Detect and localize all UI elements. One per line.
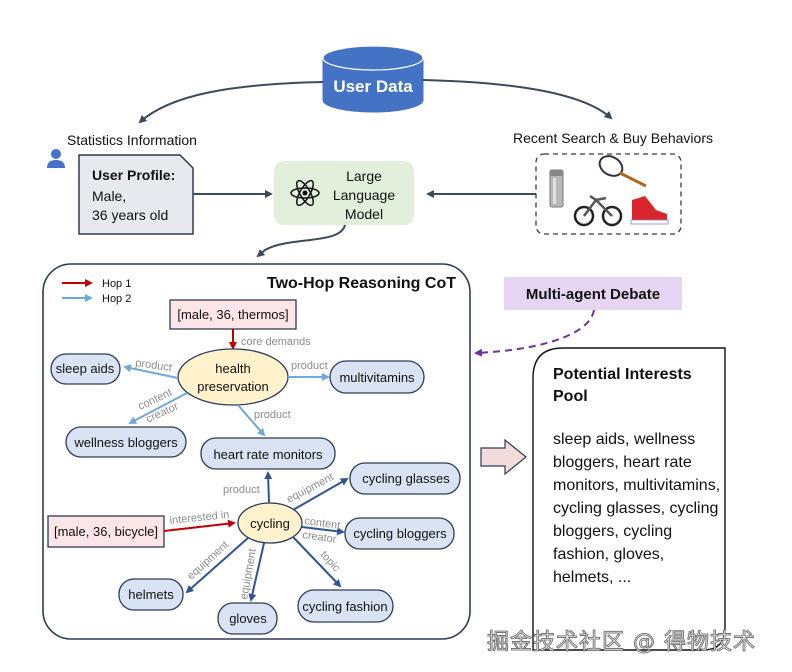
llm-line-1: Large — [346, 168, 382, 184]
edge-label-product-4: product — [223, 484, 260, 496]
statistics-heading: Statistics Information — [67, 132, 197, 148]
node-gloves — [217, 602, 278, 635]
user-profile-age: 36 years old — [92, 207, 168, 223]
debate-box — [504, 277, 682, 310]
pool-body: sleep aids, wellness bloggers, heart rat… — [553, 431, 721, 586]
edge-label-product-3: product — [254, 409, 291, 421]
hub-health-line1: health — [215, 361, 250, 376]
node-helmets — [118, 578, 184, 611]
input-thermos — [169, 299, 297, 330]
hub-cycling — [237, 502, 303, 544]
node-cycling-glasses-label: cycling glasses — [362, 471, 450, 486]
arrow-debate-to-reasoning — [474, 309, 595, 357]
node-wellness-bloggers — [65, 426, 187, 458]
edge-cycling-heart-rate — [264, 471, 273, 504]
arrow-to-statistics — [138, 81, 324, 124]
user-profile-title: User Profile: — [92, 167, 175, 183]
hub-health-line2: preservation — [197, 379, 269, 394]
node-sleep-aids-label: sleep aids — [56, 361, 115, 376]
user-icon — [47, 149, 65, 168]
behaviors-heading: Recent Search & Buy Behaviors — [513, 130, 713, 146]
legend-hop1-label: Hop 1 — [102, 278, 131, 290]
edge-label-core-demands: core demands — [241, 336, 311, 348]
hub-cycling-label: cycling — [250, 516, 290, 531]
tennis-racket-icon — [598, 155, 647, 188]
llm-box: Large Language Model — [274, 161, 414, 225]
watermark: 掘金技术社区 @ 得物技术 — [487, 630, 756, 656]
reasoning-title: Two-Hop Reasoning CoT — [267, 275, 456, 292]
node-cycling-glasses — [349, 462, 461, 495]
user-profile-gender: Male, — [92, 188, 126, 204]
debate-label: Multi-agent Debate — [526, 286, 660, 303]
edge-label-content-2: content — [304, 515, 341, 532]
input-bicycle-label: [male, 36, bicycle] — [54, 524, 158, 539]
bicycle-icon — [573, 194, 623, 227]
pool-container — [532, 347, 726, 651]
llm-line-3: Model — [345, 206, 383, 222]
node-multivitamins — [329, 360, 425, 394]
atom-icon — [290, 179, 320, 207]
edge-label-product-2: product — [291, 360, 328, 372]
llm-line-2: Language — [333, 187, 396, 203]
sneaker-icon — [630, 196, 669, 225]
edge-interested-in — [163, 519, 236, 532]
input-bicycle — [47, 515, 165, 548]
edge-cycling-bloggers — [301, 526, 345, 536]
user-data-label: User Data — [333, 77, 413, 96]
node-gloves-label: gloves — [229, 611, 267, 626]
thermos-icon — [549, 169, 564, 208]
edge-cycling-helmets — [185, 537, 249, 594]
user-data-database: User Data — [322, 45, 424, 113]
input-thermos-label: [male, 36, thermos] — [177, 307, 288, 322]
edge-cycling-gloves — [248, 542, 265, 602]
arrow-to-behaviors — [422, 79, 613, 120]
edge-health-heart-rate — [237, 404, 266, 437]
node-cycling-bloggers — [344, 517, 455, 550]
user-profile-card: User Profile: Male, 36 years old — [78, 154, 194, 235]
edge-cycling-glasses — [292, 478, 349, 511]
node-multivitamins-label: multivitamins — [339, 370, 415, 385]
potential-interests-pool: Potential Interests Pool sleep aids, wel… — [533, 348, 725, 648]
node-cycling-bloggers-label: cycling bloggers — [353, 526, 447, 541]
node-cycling-fashion — [297, 589, 394, 623]
edge-health-wellness — [128, 392, 188, 424]
node-wellness-bloggers-label: wellness bloggers — [73, 435, 178, 450]
node-helmets-label: helmets — [128, 587, 174, 602]
pool-title: Potential Interests Pool — [553, 366, 692, 405]
node-cycling-fashion-label: cycling fashion — [302, 599, 387, 614]
node-heart-rate-monitors — [200, 437, 336, 470]
hub-health-preservation — [177, 348, 289, 406]
block-arrow-to-pool — [480, 438, 527, 476]
arrow-llm-to-reasoning — [256, 224, 346, 258]
edge-label-product-1: product — [135, 357, 173, 374]
node-sleep-aids — [50, 353, 121, 385]
legend-hop2-label: Hop 2 — [102, 293, 131, 305]
edge-health-sleep-aids — [123, 364, 179, 379]
node-heart-rate-monitors-label: heart rate monitors — [213, 447, 323, 462]
edge-label-creator-2: creator — [302, 529, 338, 546]
edge-cycling-fashion — [292, 536, 342, 588]
